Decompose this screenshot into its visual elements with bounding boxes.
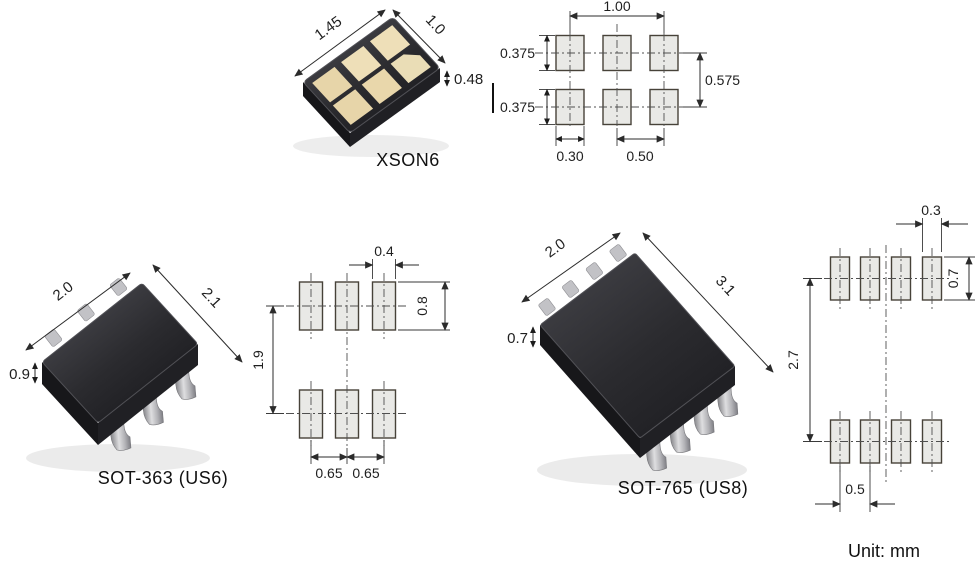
sot765-land-pattern: 0.3 0.7 2.7 0.5	[785, 202, 975, 512]
sot363-dim-thickness: 0.9	[9, 362, 38, 384]
dim-pitch: 0.5	[815, 466, 895, 512]
row-gap-label: 2.7	[785, 350, 801, 370]
sot765-side-left	[540, 325, 640, 458]
dim-row-gap: 2.7	[785, 277, 822, 443]
xson6-side-front	[350, 68, 440, 147]
pitch-label: 0.50	[626, 148, 653, 164]
sot765-centerlines	[808, 245, 950, 482]
dim-pad-width: 0.30	[555, 126, 585, 164]
sot765-photo-figure: 2.0 3.1 0.7 SOT-765 (US8)	[507, 225, 774, 498]
pad-width-label: 0.30	[556, 148, 583, 164]
xson6-shadow	[293, 135, 449, 157]
dim-pad-width: 0.4	[349, 243, 419, 279]
xson6-photo-figure: 1.45 1.0 0.48 XSON6	[275, 0, 483, 170]
dim-pitch: 0.65 0.65	[310, 440, 385, 481]
sot363-side-left	[42, 362, 98, 445]
sot765-package	[538, 244, 738, 472]
xson6-centerlines	[535, 24, 685, 126]
dim-row-gap: 0.575	[683, 52, 740, 108]
pad-width-label: 0.4	[374, 243, 394, 259]
xson6-pad	[361, 68, 402, 104]
dim-pad-width: 0.3	[896, 202, 968, 252]
sot363-package-name: SOT-363 (US6)	[98, 468, 229, 488]
xson6-dim-thickness: 0.48	[444, 70, 483, 88]
xson6-side-left	[303, 82, 350, 147]
pitch-label-a: 0.65	[315, 465, 342, 481]
xson6-width-label: 1.0	[422, 12, 449, 39]
pad-height-label: 0.7	[945, 269, 961, 289]
xson6-thickness-label: 0.48	[454, 71, 483, 88]
sot363-photo-figure: 2.0 2.1 0.9 SOT-363 (US6)	[9, 240, 243, 488]
dim-pad-height: 0.8	[398, 281, 450, 331]
dim-pad-height: 0.7	[944, 256, 975, 301]
sot765-thickness-label: 0.7	[507, 330, 528, 347]
sot363-shadow	[26, 444, 210, 472]
sot765-length-label: 2.0	[542, 235, 569, 261]
xson6-land-pattern: 1.00 0.375 0.375 0.575 0.30	[500, 0, 740, 164]
sot765-shadow	[537, 454, 747, 486]
span-label: 1.00	[603, 0, 630, 14]
sot765-width-label: 3.1	[712, 273, 739, 300]
pitch-label: 0.5	[845, 481, 865, 497]
pitch-label-b: 0.65	[352, 465, 379, 481]
row-gap-label: 1.9	[250, 350, 266, 370]
sot765-dim-thickness: 0.7	[507, 326, 536, 348]
sot363-centerlines	[286, 273, 408, 446]
sot363-side-front	[98, 344, 198, 445]
pad-height-label: 0.8	[414, 296, 430, 316]
pad-height-label: 0.375	[500, 45, 535, 61]
sot363-length-label: 2.0	[50, 278, 77, 304]
sot363-package	[42, 278, 198, 451]
pad-height-label: 0.375	[500, 99, 535, 115]
sot363-land-pattern: 0.4 0.8 1.9 0.65 0.65	[250, 243, 450, 481]
unit-note: Unit: mm	[848, 541, 920, 561]
dim-span: 1.00	[569, 0, 665, 33]
separator-line	[492, 83, 494, 113]
xson6-length-label: 1.45	[312, 13, 346, 44]
xson6-package-name: XSON6	[376, 150, 440, 170]
dim-pad-height-top: 0.375	[500, 34, 555, 72]
pad-width-label: 0.3	[921, 202, 941, 218]
dim-pad-height-bottom: 0.375	[500, 88, 555, 126]
sot363-thickness-label: 0.9	[9, 366, 30, 383]
sot765-side-front	[640, 366, 735, 458]
dim-row-gap: 1.9	[250, 305, 284, 415]
sot363-land-pads	[298, 281, 397, 439]
sot765-package-name: SOT-765 (US8)	[618, 478, 749, 498]
row-gap-label: 0.575	[705, 72, 740, 88]
dim-pitch: 0.50	[616, 128, 665, 164]
xson6-pad	[332, 89, 374, 125]
sot363-width-label: 2.1	[198, 285, 225, 312]
